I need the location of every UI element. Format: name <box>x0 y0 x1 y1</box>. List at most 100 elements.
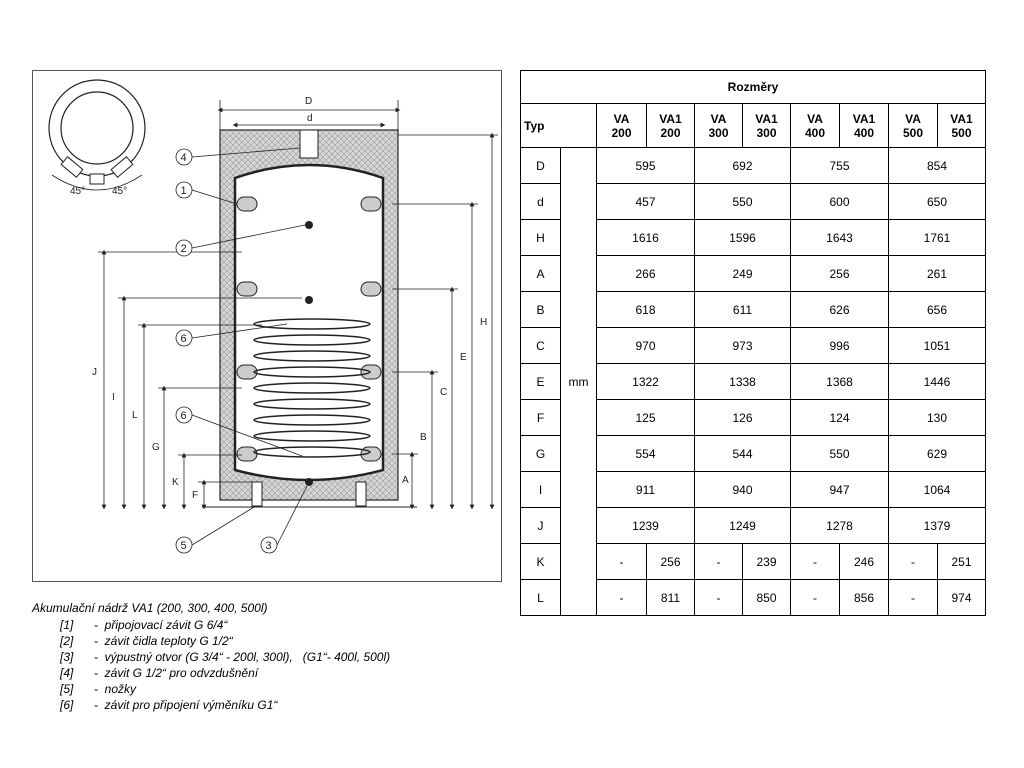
legend-text: - nožky <box>94 682 137 696</box>
callout-4: 4 <box>181 152 187 164</box>
legend-number: [3] <box>60 650 74 664</box>
table-cell: 974 <box>937 579 986 616</box>
table-row: K - 256 - 239 - 246 - 251 <box>520 543 986 580</box>
legend-item: [6]- závit pro připojení výměníku G1“ <box>32 697 390 713</box>
table-row: d 457 550 600 650 <box>520 183 986 220</box>
dimension-lines <box>98 100 498 510</box>
table-cell: 1379 <box>888 507 986 544</box>
table-cell: 246 <box>839 543 889 580</box>
row-label: L <box>520 579 561 616</box>
table-cell: 1322 <box>596 363 695 400</box>
table-row: G 554 544 550 629 <box>520 435 986 472</box>
table-cell: 811 <box>646 579 695 616</box>
angle-label: 45° <box>70 186 85 197</box>
legend-item: [1]- připojovací závit G 6/4“ <box>32 617 390 633</box>
legend-item: [5] - nožky <box>32 681 390 697</box>
table-cell: 554 <box>596 435 695 472</box>
tank-section <box>202 129 417 508</box>
connection-stubs <box>236 196 382 462</box>
table-cell: 550 <box>790 435 889 472</box>
table-cell: 256 <box>790 255 889 292</box>
row-label: d <box>520 183 561 220</box>
drawing-border <box>32 70 502 582</box>
table-cell: 850 <box>742 579 791 616</box>
table-cell: 1064 <box>888 471 986 508</box>
table-cell: 256 <box>646 543 695 580</box>
dim-label-B: B <box>420 432 427 443</box>
table-cell: 457 <box>596 183 695 220</box>
dim-label-C: C <box>440 387 447 398</box>
dim-label-F: F <box>192 490 198 501</box>
callout-1: 1 <box>181 185 187 197</box>
dim-label-E: E <box>460 352 467 363</box>
table-cell: 266 <box>596 255 695 292</box>
table-cell: 970 <box>596 327 695 364</box>
table-row: J 1239 1249 1278 1379 <box>520 507 986 544</box>
unit-cell: mm <box>560 147 597 616</box>
table-cell: 1368 <box>790 363 889 400</box>
legend-item: [2]- závit čidla teploty G 1/2“ <box>32 633 390 649</box>
table-cell: 1051 <box>888 327 986 364</box>
table-cell: 755 <box>790 147 889 184</box>
row-label: A <box>520 255 561 292</box>
legend-number: [5] <box>60 682 74 696</box>
table-cell: - <box>790 579 840 616</box>
callout-5: 5 <box>181 540 187 552</box>
row-label: B <box>520 291 561 328</box>
table-row: F 125 126 124 130 <box>520 399 986 436</box>
dim-label-A: A <box>402 475 409 486</box>
table-cell: 249 <box>694 255 791 292</box>
table-cell: 618 <box>596 291 695 328</box>
table-cell: 911 <box>596 471 695 508</box>
dim-label-D: D <box>305 96 312 107</box>
table-cell: 600 <box>790 183 889 220</box>
callouts <box>175 147 308 554</box>
table-cell: 1616 <box>596 219 695 256</box>
legend-text: - připojovací závit G 6/4“ <box>94 618 228 632</box>
angle-label: 45° <box>112 186 127 197</box>
table-cell: 251 <box>937 543 986 580</box>
typ-header: Typ <box>520 103 597 148</box>
legend-number: [6] <box>60 698 74 712</box>
table-row: L - 811 - 850 - 856 - 974 <box>520 579 986 616</box>
table-cell: - <box>790 543 840 580</box>
table-title: Rozměry <box>520 70 986 104</box>
table-cell: - <box>888 579 938 616</box>
tank-leg <box>251 481 263 507</box>
table-cell: 130 <box>888 399 986 436</box>
legend-text: - výpustný otvor (G 3/4“ - 200l, 300l), … <box>94 650 391 664</box>
table-cell: - <box>596 543 647 580</box>
table-cell: - <box>694 579 743 616</box>
table-cell: 1446 <box>888 363 986 400</box>
row-label: J <box>520 507 561 544</box>
row-label: F <box>520 399 561 436</box>
table-cell: 611 <box>694 291 791 328</box>
table-cell: 124 <box>790 399 889 436</box>
legend-number: [2] <box>60 634 74 648</box>
table-cell: 550 <box>694 183 791 220</box>
table-cell: 973 <box>694 327 791 364</box>
table-row: D mm 595 692 755 854 <box>520 147 986 616</box>
table-cell: 1643 <box>790 219 889 256</box>
table-cell: 940 <box>694 471 791 508</box>
dim-label-G: G <box>152 442 160 453</box>
dim-label-d-small: d <box>307 113 313 124</box>
table-cell: 1278 <box>790 507 889 544</box>
table-cell: 595 <box>596 147 695 184</box>
dim-label-K: K <box>172 477 179 488</box>
row-label: D <box>520 147 561 184</box>
table-cell: - <box>694 543 743 580</box>
dim-label-I: I <box>112 392 115 403</box>
table-cell: 261 <box>888 255 986 292</box>
callout-6-lower: 6 <box>181 410 187 422</box>
table-cell: 1761 <box>888 219 986 256</box>
tank-leg <box>355 481 367 507</box>
table-cell: 854 <box>888 147 986 184</box>
